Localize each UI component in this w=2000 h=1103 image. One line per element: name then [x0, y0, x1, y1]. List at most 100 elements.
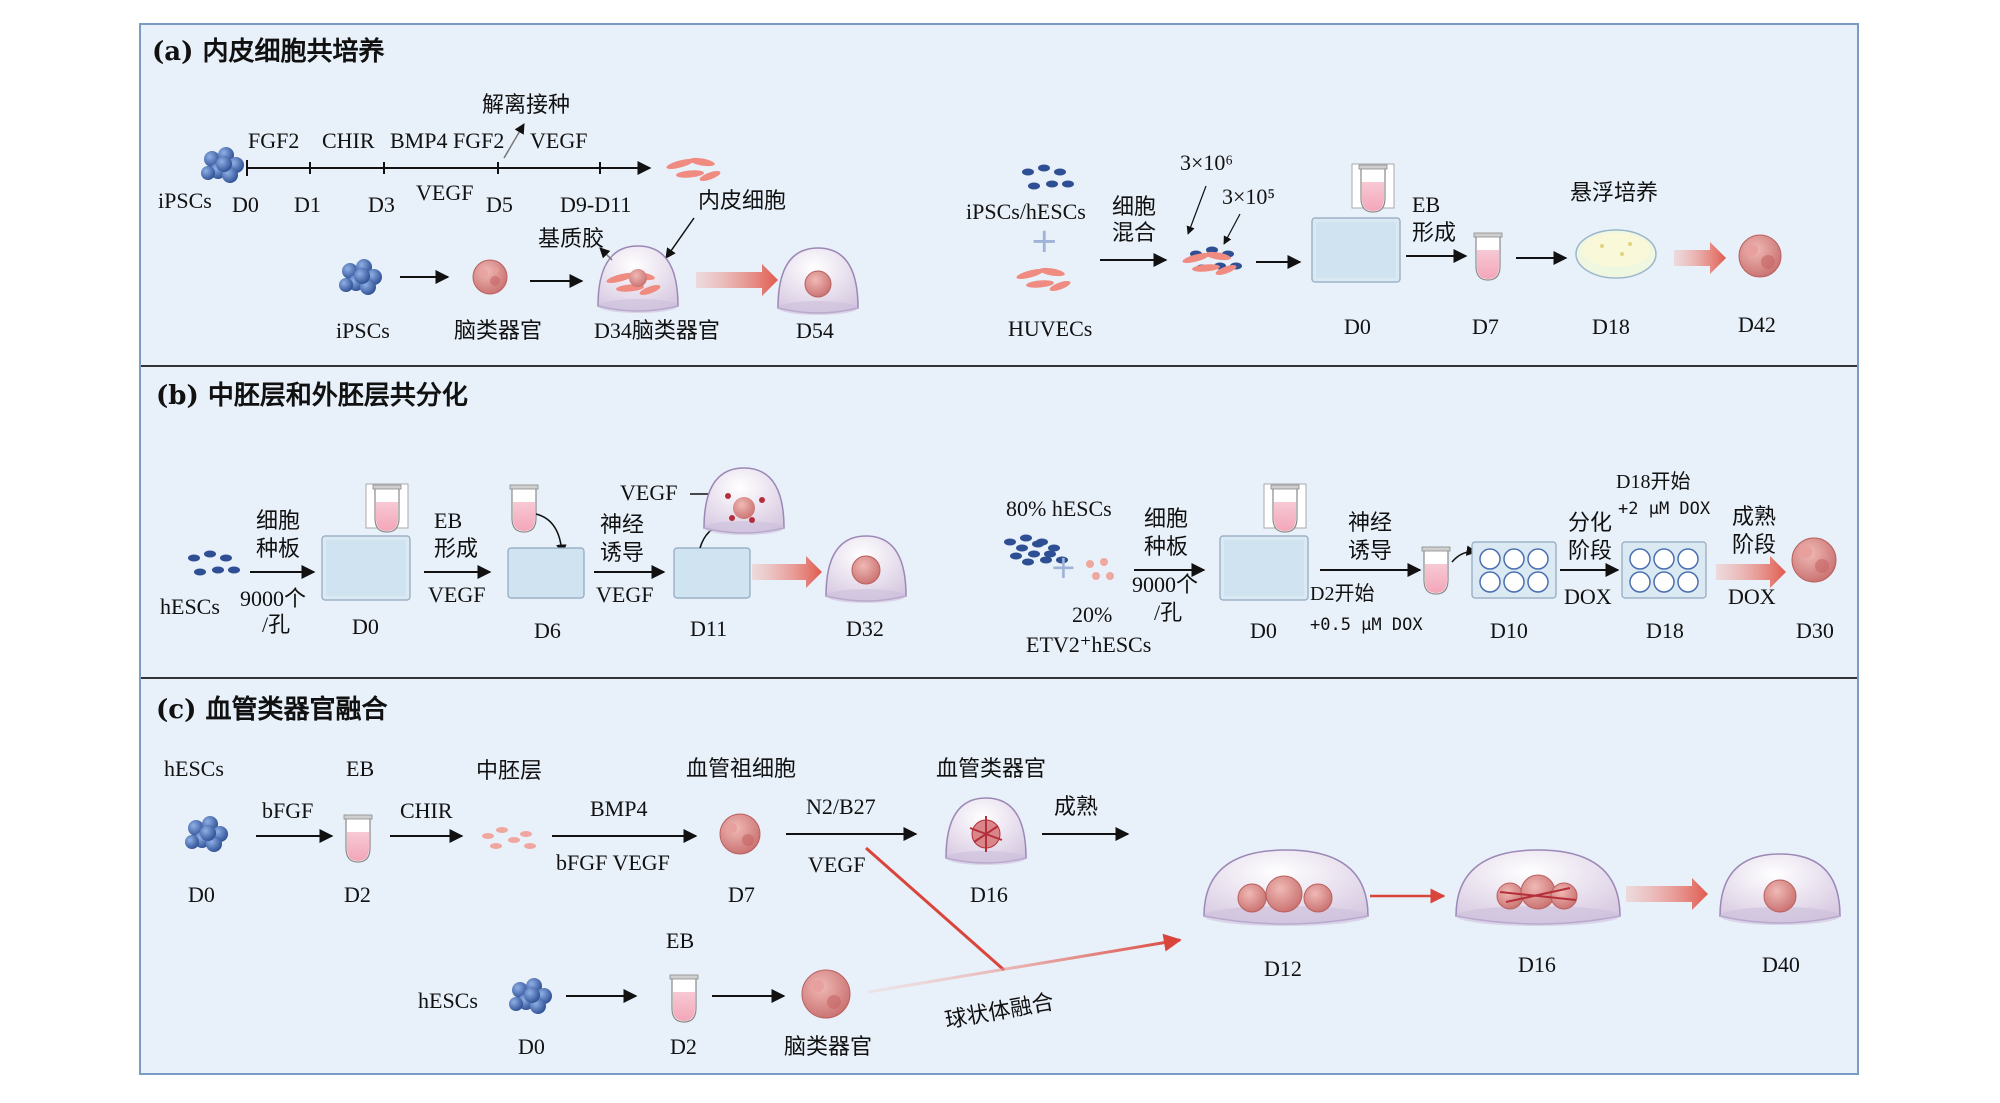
dox-1-label: DOX: [1564, 584, 1612, 609]
plate-96-b-icon: [321, 535, 411, 601]
tube-b3-icon: [1270, 484, 1300, 533]
c-d16-top: D16: [970, 882, 1008, 907]
c-d12-dome: [1203, 849, 1369, 926]
neuro-b-label-1: 神经: [600, 512, 644, 537]
bottom-ipsc-label: iPSCs: [336, 318, 390, 343]
fusion-line-bottom: [867, 933, 1182, 994]
tube-b-icon: [372, 484, 402, 533]
c-bfgf: bFGF: [262, 798, 313, 823]
panel-b-right-d0: D0: [1250, 618, 1277, 643]
seed-b2-label-1: 细胞: [1144, 506, 1188, 531]
suspension-label: 悬浮培养: [1570, 180, 1658, 205]
seed-b2-unit: /孔: [1154, 600, 1182, 625]
panel-b-right-d30: D30: [1796, 618, 1834, 643]
red-arrow-d18-d30: [1716, 556, 1786, 588]
c-n2b27: N2/B27: [806, 794, 876, 819]
dox-2-label: DOX: [1728, 584, 1776, 609]
endothelial-label: 内皮细胞: [698, 188, 786, 213]
tube-b4-icon: [1421, 546, 1451, 595]
c-progenitor-icon: [719, 813, 761, 855]
c-d40-dome: [1719, 853, 1841, 925]
c-mature: 成熟: [1054, 794, 1098, 819]
c-d0-bottom: D0: [518, 1034, 545, 1059]
panel-b-left-d6: D6: [534, 618, 561, 643]
timeline-day-d3: D3: [368, 192, 395, 217]
plate-96-a-icon: [1311, 217, 1401, 283]
plate-96-b2-icon: [1219, 535, 1309, 601]
seed-b2-label-2: 种板: [1144, 534, 1188, 559]
c-d40-label: D40: [1762, 952, 1800, 977]
red-arrow-d18-d42: [1674, 242, 1726, 274]
pct-1-label: 80% hESCs: [1006, 496, 1112, 521]
red-arrow-d34-d54: [696, 264, 778, 296]
red-arrow-d11-d32: [752, 556, 822, 588]
eb-b-label-1: EB: [434, 508, 462, 533]
d42-organoid-icon: [1738, 234, 1782, 278]
neuro-b2-label-1: 神经: [1348, 510, 1392, 535]
tube-d7-icon: [1473, 232, 1503, 281]
panel-b: (b) 中胚层和外胚层共分化 hESCs 细胞 种板 9000个 /孔 D0 E…: [156, 381, 1837, 657]
panel-b-left-d0: D0: [352, 614, 379, 639]
brain-organoid-icon: [472, 259, 508, 295]
dissociate-arrow: [503, 123, 525, 159]
seed-b2-count: 9000个: [1132, 572, 1198, 597]
c-d12-label: D12: [1264, 956, 1302, 981]
c-progenitor-label: 血管祖细胞: [686, 756, 796, 781]
brain-organoid-label: 脑类器官: [454, 318, 542, 343]
panel-b-title: (b) 中胚层和外胚层共分化: [156, 381, 468, 411]
c-bmp4: BMP4: [590, 796, 647, 821]
panel-b-left-d11: D11: [690, 616, 727, 641]
d30-organoid-icon: [1791, 537, 1837, 583]
vegf-b-1: VEGF: [428, 582, 485, 607]
timeline-day-d9-d11: D9-D11: [560, 192, 631, 217]
etv2-label: ETV2⁺hESCs: [1026, 632, 1151, 657]
dox-start-label: D2开始: [1310, 582, 1374, 605]
c-d0-top: D0: [188, 882, 215, 907]
neuro-b-label-2: 诱导: [600, 540, 644, 565]
pct-2-label: 20%: [1072, 602, 1112, 627]
c-tube-top-icon: [343, 814, 373, 863]
cells-top-label: iPSCs/hESCs: [966, 199, 1086, 224]
timeline-start-label: iPSCs: [158, 188, 212, 213]
eb-label-1: EB: [1412, 192, 1440, 217]
seed-b-label-1: 细胞: [256, 508, 300, 533]
c-red-arrow-2: [1626, 878, 1708, 910]
timeline-day-d5: D5: [486, 192, 513, 217]
endothelial-arrow: [665, 217, 695, 259]
c-vegf: VEGF: [808, 852, 865, 877]
c-mesoderm-icon: [482, 827, 536, 849]
c-d16-right-label: D16: [1518, 952, 1556, 977]
mature-label-2: 阶段: [1732, 532, 1776, 557]
c-tube-bottom-icon: [669, 974, 699, 1023]
fusion-line-top: [865, 846, 1005, 972]
dissociate-label: 解离接种: [482, 92, 570, 117]
c-hescs-top: hESCs: [164, 756, 224, 781]
c-d16-dome: [1455, 849, 1621, 926]
c-eb-bottom: EB: [666, 928, 694, 953]
c-hescs-bottom: hESCs: [418, 988, 478, 1013]
d54-label: D54: [796, 318, 834, 343]
panel-a-right-d18: D18: [1592, 314, 1630, 339]
d18-start-label: D18开始: [1616, 470, 1690, 493]
diff-label-1: 分化: [1568, 510, 1612, 535]
count-1-label: 3×10⁶: [1180, 150, 1233, 175]
c-brain-organoid-label: 脑类器官: [784, 1034, 872, 1059]
diff-label-2: 阶段: [1568, 538, 1612, 563]
factor-vegf-below: VEGF: [416, 180, 473, 205]
panel-a: (a) 内皮细胞共培养 iPSCs D0 D1 D3 D5 D9-D11 FGF…: [152, 36, 1782, 343]
plus-b: +: [1050, 548, 1077, 586]
panel-a-right-d0: D0: [1344, 314, 1371, 339]
tube-a-icon: [1358, 164, 1388, 213]
seed-b-count: 9000个: [240, 586, 306, 611]
count-2-label: 3×10⁵: [1222, 184, 1275, 209]
vegf-b-2: VEGF: [596, 582, 653, 607]
timeline-day-d1: D1: [294, 192, 321, 217]
plate-d6-icon: [507, 547, 585, 599]
neuro-b2-label-2: 诱导: [1348, 538, 1392, 563]
plate-d11-icon: [673, 547, 751, 599]
factor-bmp4-fgf2: BMP4 FGF2: [390, 128, 504, 153]
cells-bottom-label: HUVECs: [1008, 316, 1092, 341]
c-brain-organoid-icon: [801, 969, 851, 1019]
plus-sign: +: [1030, 221, 1059, 261]
